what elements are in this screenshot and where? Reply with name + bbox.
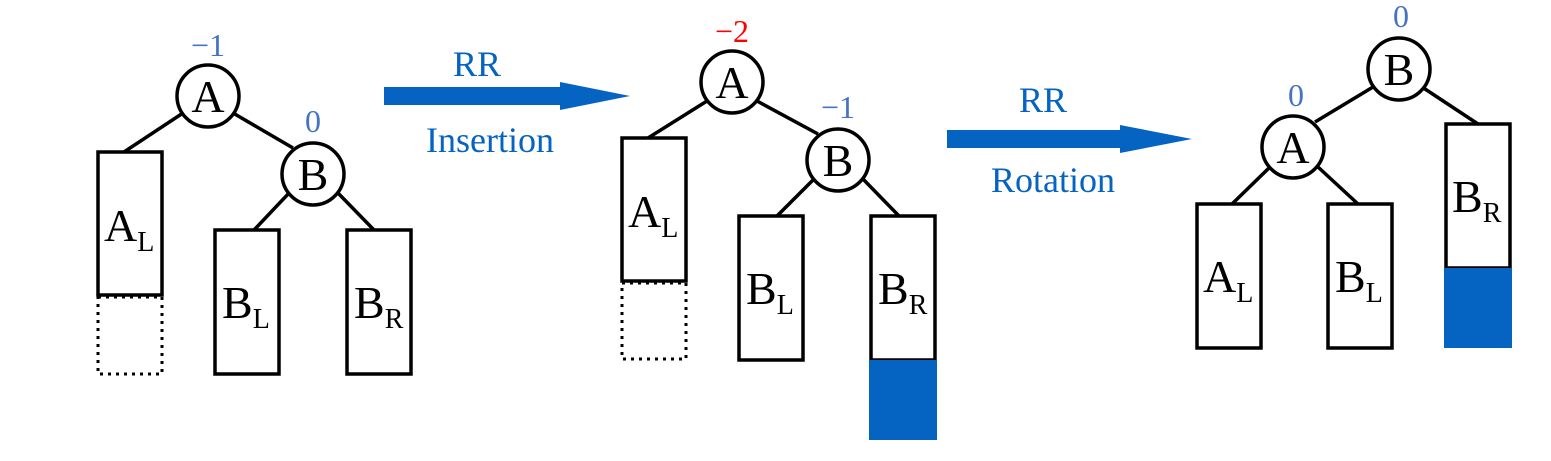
subtree-br-box bbox=[345, 228, 413, 376]
stage-2-tree: A B −2 −1 AL BL BR bbox=[620, 13, 937, 440]
node-a-label: A bbox=[191, 71, 224, 122]
subtree-br-box bbox=[1444, 122, 1512, 270]
subtree-bl-box bbox=[1326, 202, 1394, 350]
inserted-node-block bbox=[869, 360, 937, 440]
subtree-br-label: BR bbox=[354, 277, 404, 335]
node-a-label: A bbox=[715, 57, 748, 108]
edge-a-b bbox=[756, 99, 819, 136]
node-b bbox=[1366, 36, 1432, 102]
subtree-al-box bbox=[620, 136, 688, 283]
arrow-2-shaft bbox=[947, 130, 1122, 148]
subtree-al-box bbox=[96, 150, 164, 297]
subtree-bl-label: BL bbox=[1335, 251, 1383, 309]
inserted-node-block bbox=[1444, 268, 1512, 348]
subtree-bl-label: BL bbox=[746, 263, 794, 321]
arrow-2-bottom-label: Rotation bbox=[991, 160, 1115, 200]
subtree-al-label: AL bbox=[628, 186, 678, 244]
arrow-1-bottom-label: Insertion bbox=[426, 120, 554, 160]
edge-b-br bbox=[860, 176, 901, 218]
subtree-br-label: BR bbox=[878, 263, 928, 321]
node-a-label: A bbox=[1276, 122, 1309, 173]
edge-a-al bbox=[123, 111, 184, 154]
subtree-br-label: BR bbox=[1452, 171, 1502, 229]
arrow-rotation: RR Rotation bbox=[947, 80, 1192, 200]
subtree-al-box bbox=[1195, 202, 1263, 350]
arrow-1-head bbox=[560, 82, 630, 110]
node-b-label: B bbox=[1384, 44, 1415, 95]
node-b bbox=[280, 141, 346, 207]
edge-b-br bbox=[1421, 85, 1479, 126]
subtree-al-label: AL bbox=[1203, 251, 1253, 309]
stage-1-tree: A B −1 0 AL BL BR bbox=[96, 27, 413, 376]
node-a bbox=[1260, 114, 1326, 180]
subtree-al-label: AL bbox=[104, 200, 154, 258]
edge-a-b bbox=[232, 111, 294, 150]
subtree-bl-box bbox=[737, 214, 805, 362]
edge-b-br bbox=[335, 190, 376, 232]
empty-slot-dotted bbox=[620, 281, 688, 361]
node-b-label: B bbox=[298, 149, 329, 200]
empty-slot-dotted bbox=[96, 295, 164, 376]
arrow-2-top-label: RR bbox=[1019, 80, 1067, 120]
balance-factor-b: 0 bbox=[305, 103, 321, 139]
subtree-bl-box bbox=[213, 228, 281, 376]
arrow-insertion: RR Insertion bbox=[384, 44, 630, 160]
balance-factor-a: −2 bbox=[715, 13, 749, 49]
arrow-1-top-label: RR bbox=[453, 44, 501, 84]
edge-a-al bbox=[647, 99, 708, 140]
node-b bbox=[805, 127, 871, 193]
edge-b-a bbox=[1314, 82, 1379, 124]
stage-3-tree: B A 0 0 AL BL BR bbox=[1195, 0, 1512, 350]
node-a bbox=[699, 49, 765, 115]
arrow-1-shaft bbox=[384, 87, 562, 105]
edge-b-bl bbox=[252, 190, 292, 232]
balance-factor-b: 0 bbox=[1393, 0, 1409, 34]
balance-factor-b: −1 bbox=[821, 89, 855, 125]
balance-factor-a: −1 bbox=[191, 27, 225, 63]
edge-a-bl bbox=[1316, 165, 1360, 206]
arrow-2-head bbox=[1120, 125, 1192, 153]
node-a bbox=[175, 63, 241, 129]
edge-a-al bbox=[1230, 165, 1272, 206]
balance-factor-a: 0 bbox=[1288, 77, 1304, 113]
node-b-label: B bbox=[823, 135, 854, 186]
edge-b-bl bbox=[775, 176, 817, 218]
subtree-bl-label: BL bbox=[222, 277, 270, 335]
